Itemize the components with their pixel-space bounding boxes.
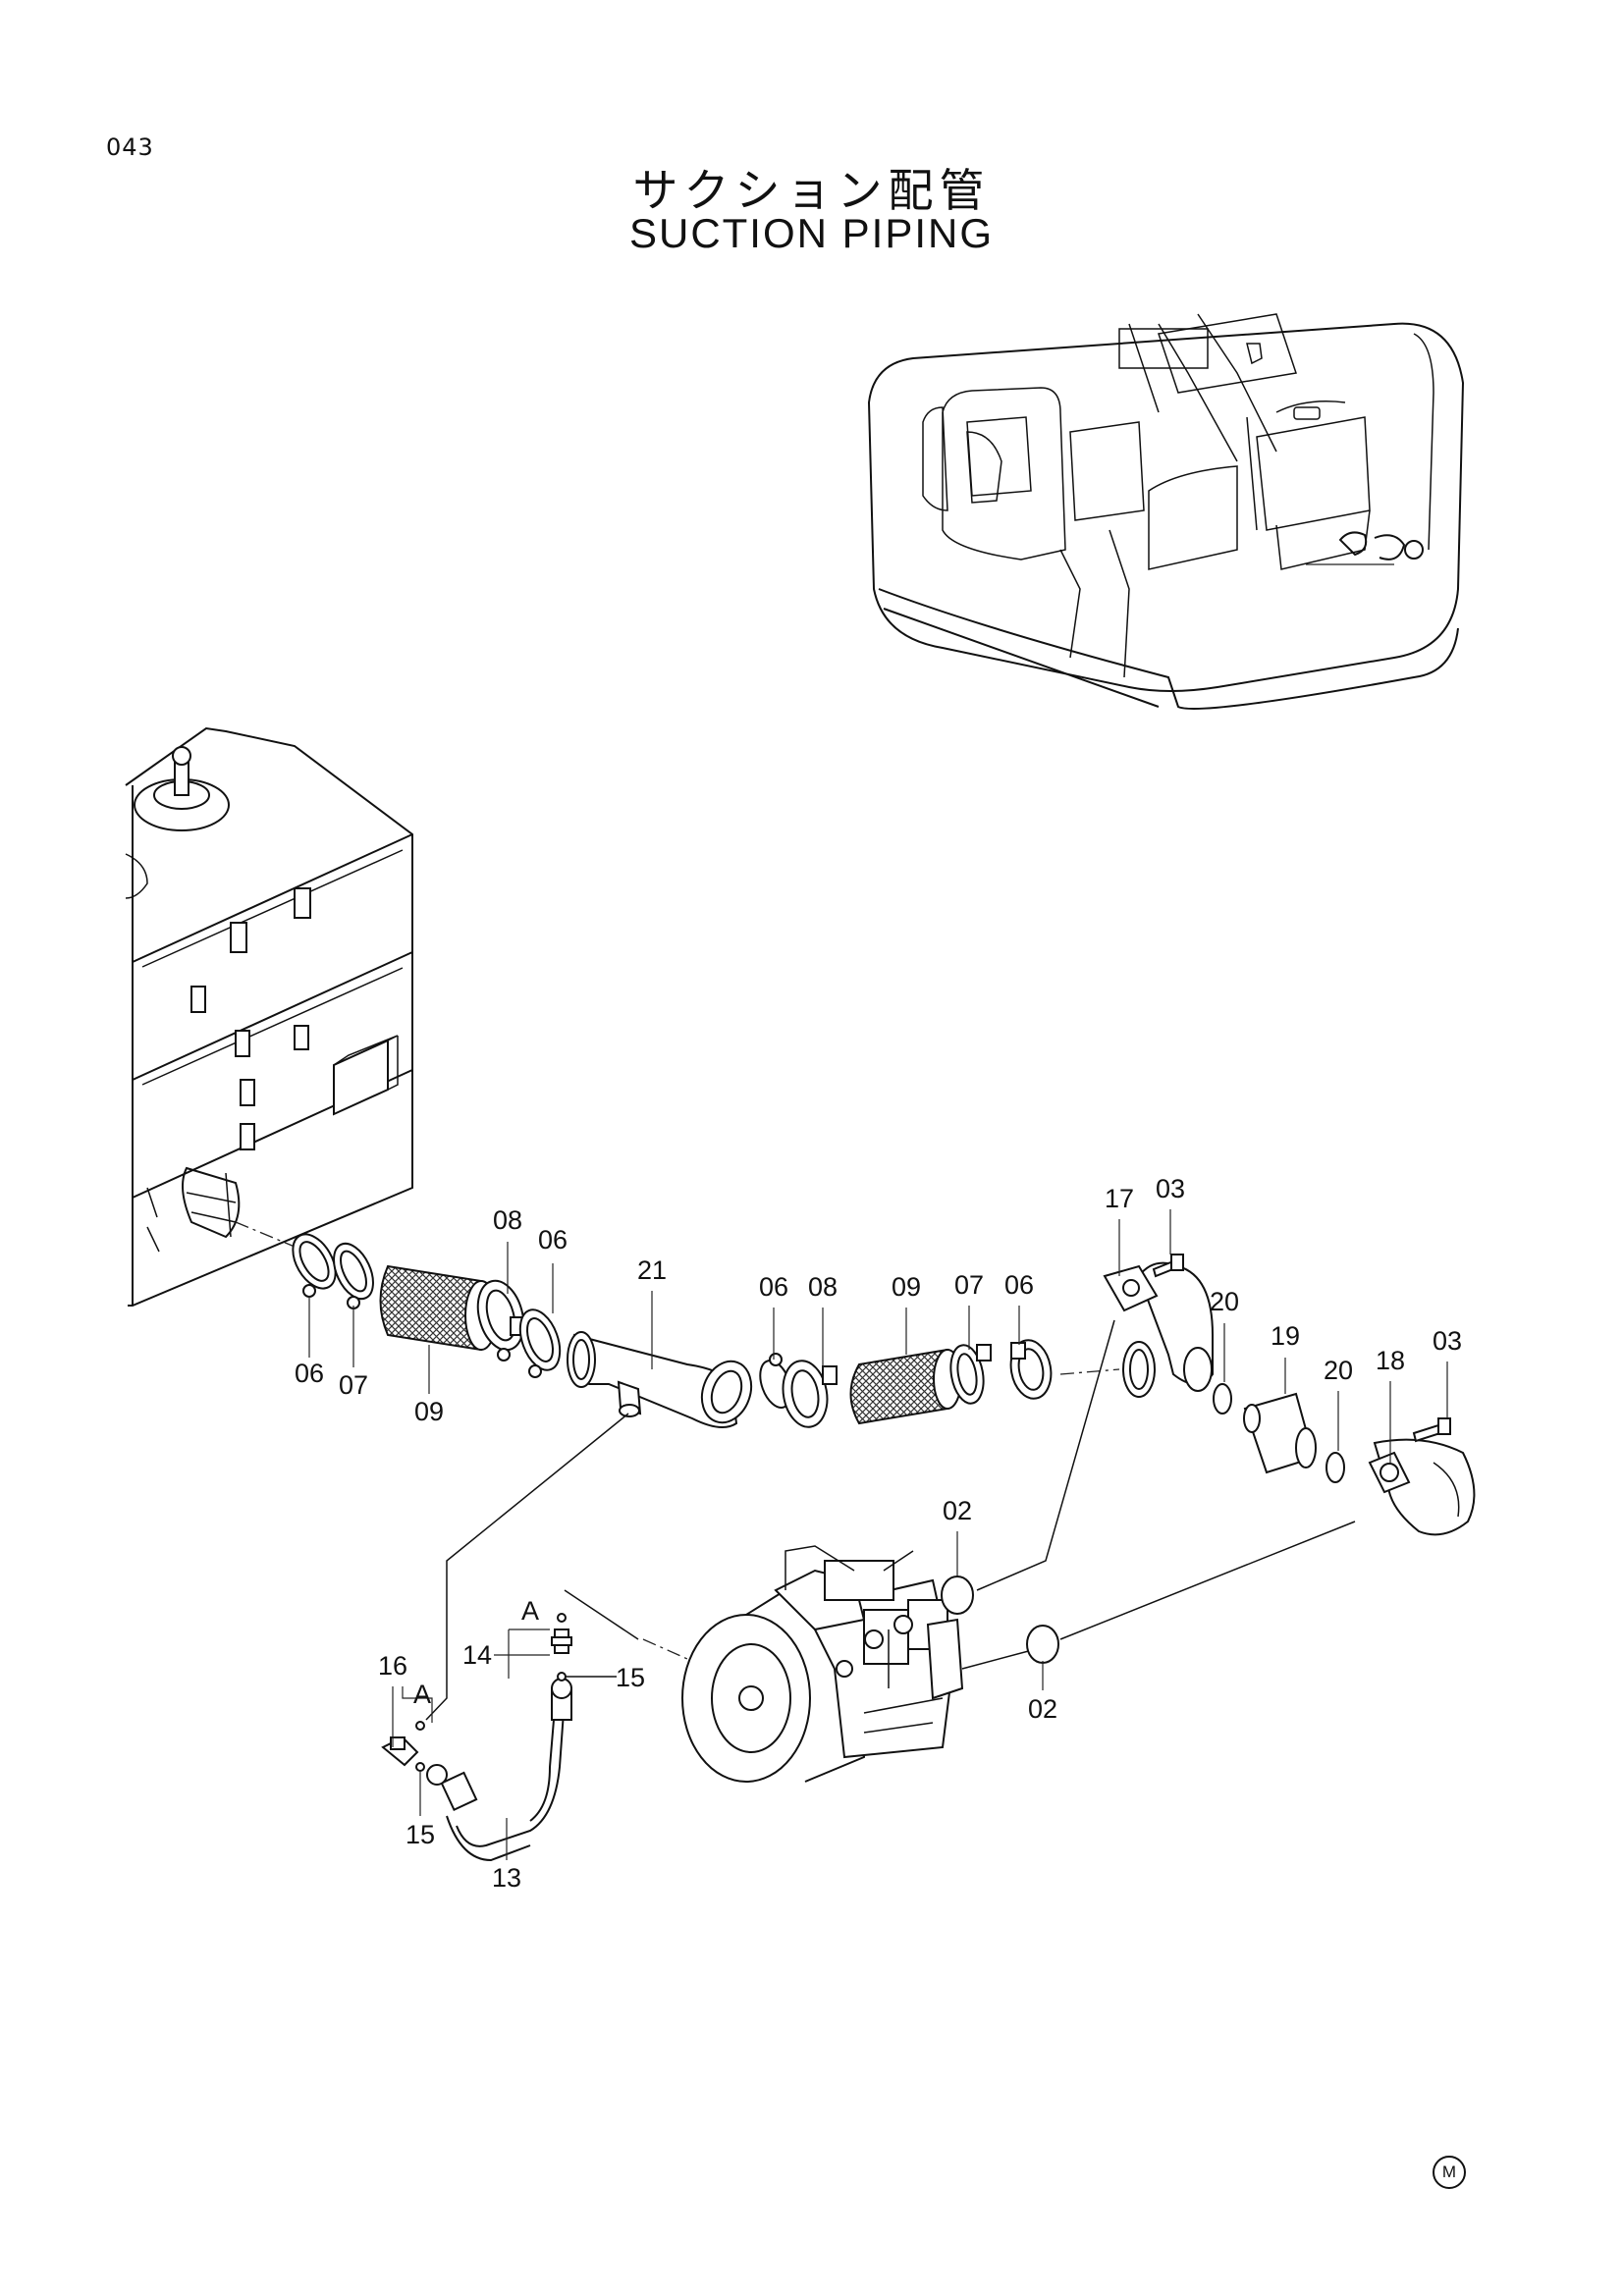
callout-08a: 08 bbox=[493, 1205, 522, 1235]
callout-17: 17 bbox=[1105, 1184, 1134, 1213]
callout-02b: 02 bbox=[1028, 1694, 1057, 1724]
callout-07a: 07 bbox=[339, 1370, 368, 1400]
callout-06a: 06 bbox=[295, 1359, 324, 1388]
callout-18: 18 bbox=[1376, 1346, 1405, 1375]
callout-16: 16 bbox=[378, 1651, 407, 1681]
hose-icon bbox=[381, 1613, 617, 1862]
callout-08b: 08 bbox=[808, 1272, 838, 1302]
reference-mark-a-lower: A bbox=[413, 1680, 431, 1709]
hydraulic-pump-icon bbox=[681, 1545, 964, 1783]
callout-06d: 06 bbox=[1004, 1270, 1034, 1300]
page-title-japanese: サクション配管 bbox=[632, 164, 991, 217]
callout-14: 14 bbox=[462, 1640, 492, 1670]
callout-06b: 06 bbox=[538, 1225, 568, 1255]
callout-06c: 06 bbox=[759, 1272, 788, 1302]
hydraulic-tank-icon bbox=[125, 726, 413, 1307]
callout-09a: 09 bbox=[414, 1397, 444, 1426]
callout-labels: 06 07 09 08 06 21 06 08 09 07 06 17 03 2… bbox=[295, 1174, 1462, 1893]
connection-lines bbox=[425, 1319, 1356, 1721]
callout-19: 19 bbox=[1271, 1321, 1300, 1351]
callout-15a: 15 bbox=[406, 1820, 435, 1849]
page-number: 043 bbox=[106, 133, 154, 161]
callout-13: 13 bbox=[492, 1863, 521, 1893]
suction-hose-assembly bbox=[235, 1221, 1476, 1536]
page-title: SUCTION PIPING bbox=[628, 210, 995, 256]
callout-09b: 09 bbox=[892, 1272, 921, 1302]
callout-03b: 03 bbox=[1433, 1326, 1462, 1356]
callout-15b: 15 bbox=[616, 1663, 645, 1692]
callout-21: 21 bbox=[637, 1255, 667, 1285]
callout-07b: 07 bbox=[954, 1270, 984, 1300]
callout-03a: 03 bbox=[1156, 1174, 1185, 1203]
leader-lines bbox=[308, 1209, 1448, 1860]
callout-02a: 02 bbox=[943, 1496, 972, 1525]
reference-mark-a-upper: A bbox=[521, 1596, 539, 1626]
callout-20b: 20 bbox=[1324, 1356, 1353, 1385]
corner-mark: M bbox=[1433, 2156, 1466, 2189]
callout-20a: 20 bbox=[1210, 1287, 1239, 1316]
excavator-overview-icon bbox=[867, 313, 1465, 710]
